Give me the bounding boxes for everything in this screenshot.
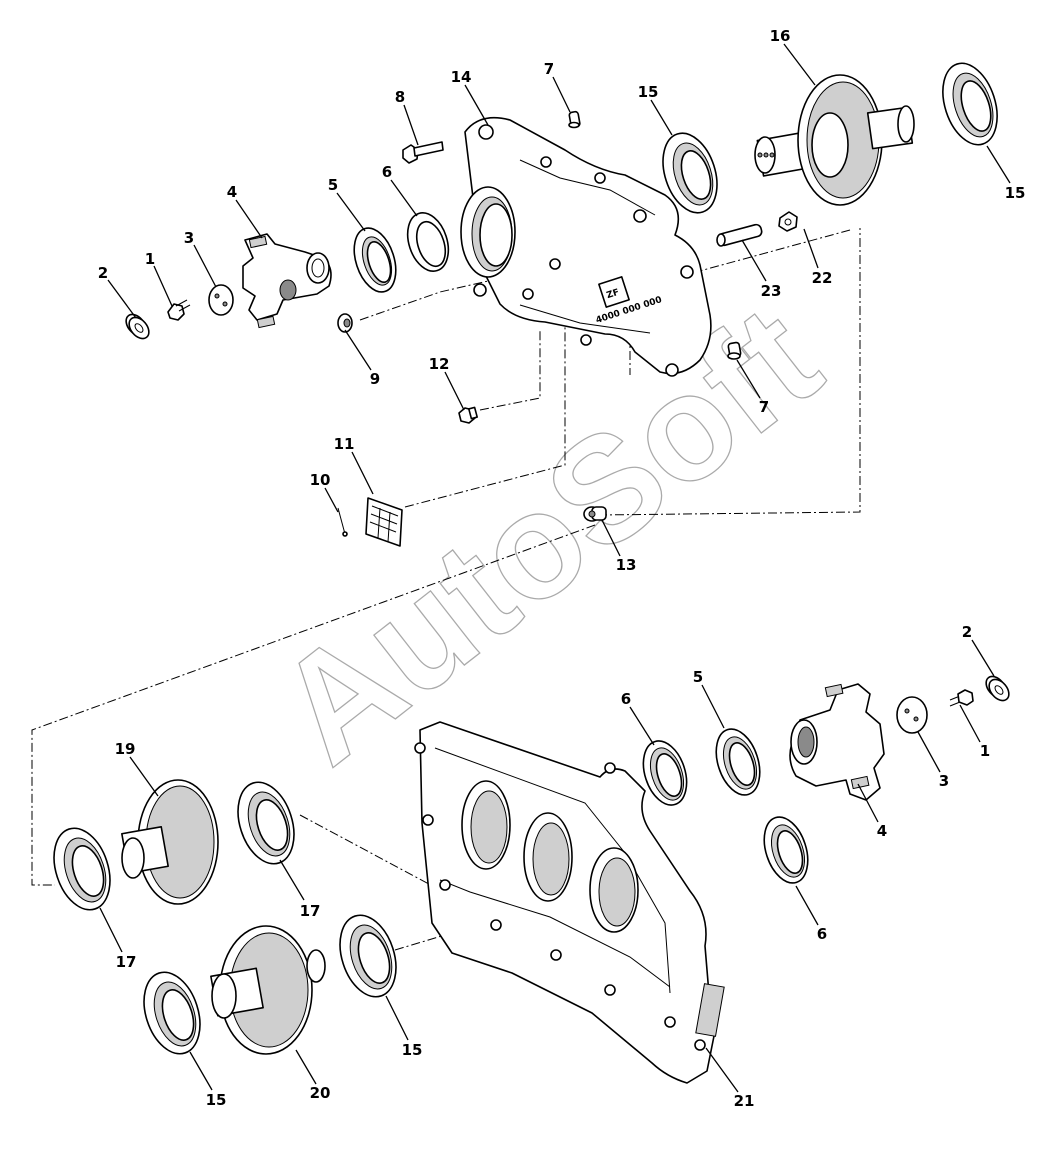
callout-9: 9 <box>370 370 380 388</box>
callout-6-bottom-b: 6 <box>817 925 827 943</box>
callout-21: 21 <box>734 1092 755 1110</box>
dowel-pin-right <box>727 341 742 360</box>
callout-7-right: 7 <box>759 398 769 416</box>
callout-11: 11 <box>334 435 355 453</box>
nut-22 <box>778 211 798 232</box>
oil-seal-bottom <box>715 728 761 796</box>
callout-4-bottom: 4 <box>877 822 887 840</box>
gear-19 <box>121 779 219 905</box>
callout-13: 13 <box>616 556 637 574</box>
callout-19: 19 <box>115 740 136 758</box>
bearing-bottom-left-15 <box>143 971 201 1055</box>
callout-15-bottom-mid: 15 <box>402 1041 423 1059</box>
rivet-10 <box>337 507 348 537</box>
lock-washer-bottom <box>985 675 1010 702</box>
sealing-ring-top <box>406 212 450 272</box>
callout-22: 22 <box>812 269 833 287</box>
bearing-top-15 <box>662 132 718 214</box>
callout-4-top: 4 <box>227 183 237 201</box>
flange-yoke-top <box>242 233 332 329</box>
flange-yoke-bottom <box>789 683 885 801</box>
callout-1-top: 1 <box>145 250 155 268</box>
bolt-8 <box>402 141 444 164</box>
callout-2-top: 2 <box>98 264 108 282</box>
callout-3-top: 3 <box>184 229 194 247</box>
callout-23: 23 <box>761 282 782 300</box>
dowel-pin-top <box>568 110 581 129</box>
sealing-ring-bottom-a <box>642 740 688 806</box>
cap-plate-top <box>208 284 234 316</box>
bolt-top <box>167 299 191 321</box>
housing-cover-top: ZF 4000 000 000 <box>460 116 712 377</box>
callout-14: 14 <box>451 68 472 86</box>
callout-12: 12 <box>429 355 450 373</box>
watermark: AutoSoft <box>246 273 848 795</box>
bearing-left-17 <box>53 827 111 911</box>
callout-20: 20 <box>310 1084 331 1102</box>
callout-15-far-right: 15 <box>1005 184 1026 202</box>
output-shaft-gear <box>754 74 915 206</box>
callout-labels: 1 2 3 4 5 6 7 7 8 9 10 11 12 13 14 15 15… <box>98 27 1026 1110</box>
cap-plate-bottom <box>896 696 928 734</box>
lock-washer-top <box>125 313 150 340</box>
callout-17-mid: 17 <box>300 902 321 920</box>
pin-23 <box>716 223 763 247</box>
callout-15-bottom-left: 15 <box>206 1091 227 1109</box>
callout-5-bottom: 5 <box>693 668 703 686</box>
callout-5-top: 5 <box>328 176 338 194</box>
callout-15-top: 15 <box>638 83 659 101</box>
identification-plate <box>365 497 403 547</box>
callout-17-left: 17 <box>116 953 137 971</box>
callout-3-bottom: 3 <box>939 772 949 790</box>
callout-7-top: 7 <box>544 60 554 78</box>
bearing-bottom-mid-15 <box>339 914 397 998</box>
callout-8: 8 <box>395 88 405 106</box>
bearing-mid-17 <box>237 781 295 865</box>
transfer-case-housing <box>414 721 725 1084</box>
bolt-bottom <box>949 689 974 707</box>
housing-logo: ZF <box>605 288 620 301</box>
callout-1-bottom: 1 <box>980 742 990 760</box>
oil-seal-top <box>353 227 397 293</box>
bearing-far-right-15 <box>942 62 998 146</box>
callout-6-bottom-a: 6 <box>621 690 631 708</box>
leader-lines <box>99 43 1011 1093</box>
callout-16: 16 <box>770 27 791 45</box>
gear-20 <box>210 925 326 1055</box>
screw-plug-12 <box>458 406 478 424</box>
callout-10: 10 <box>310 471 331 489</box>
callout-2-bottom: 2 <box>962 623 972 641</box>
callout-6-top: 6 <box>382 163 392 181</box>
pin-13 <box>583 506 607 522</box>
screw-plug-9 <box>337 313 353 333</box>
sealing-ring-bottom-b <box>763 816 809 884</box>
